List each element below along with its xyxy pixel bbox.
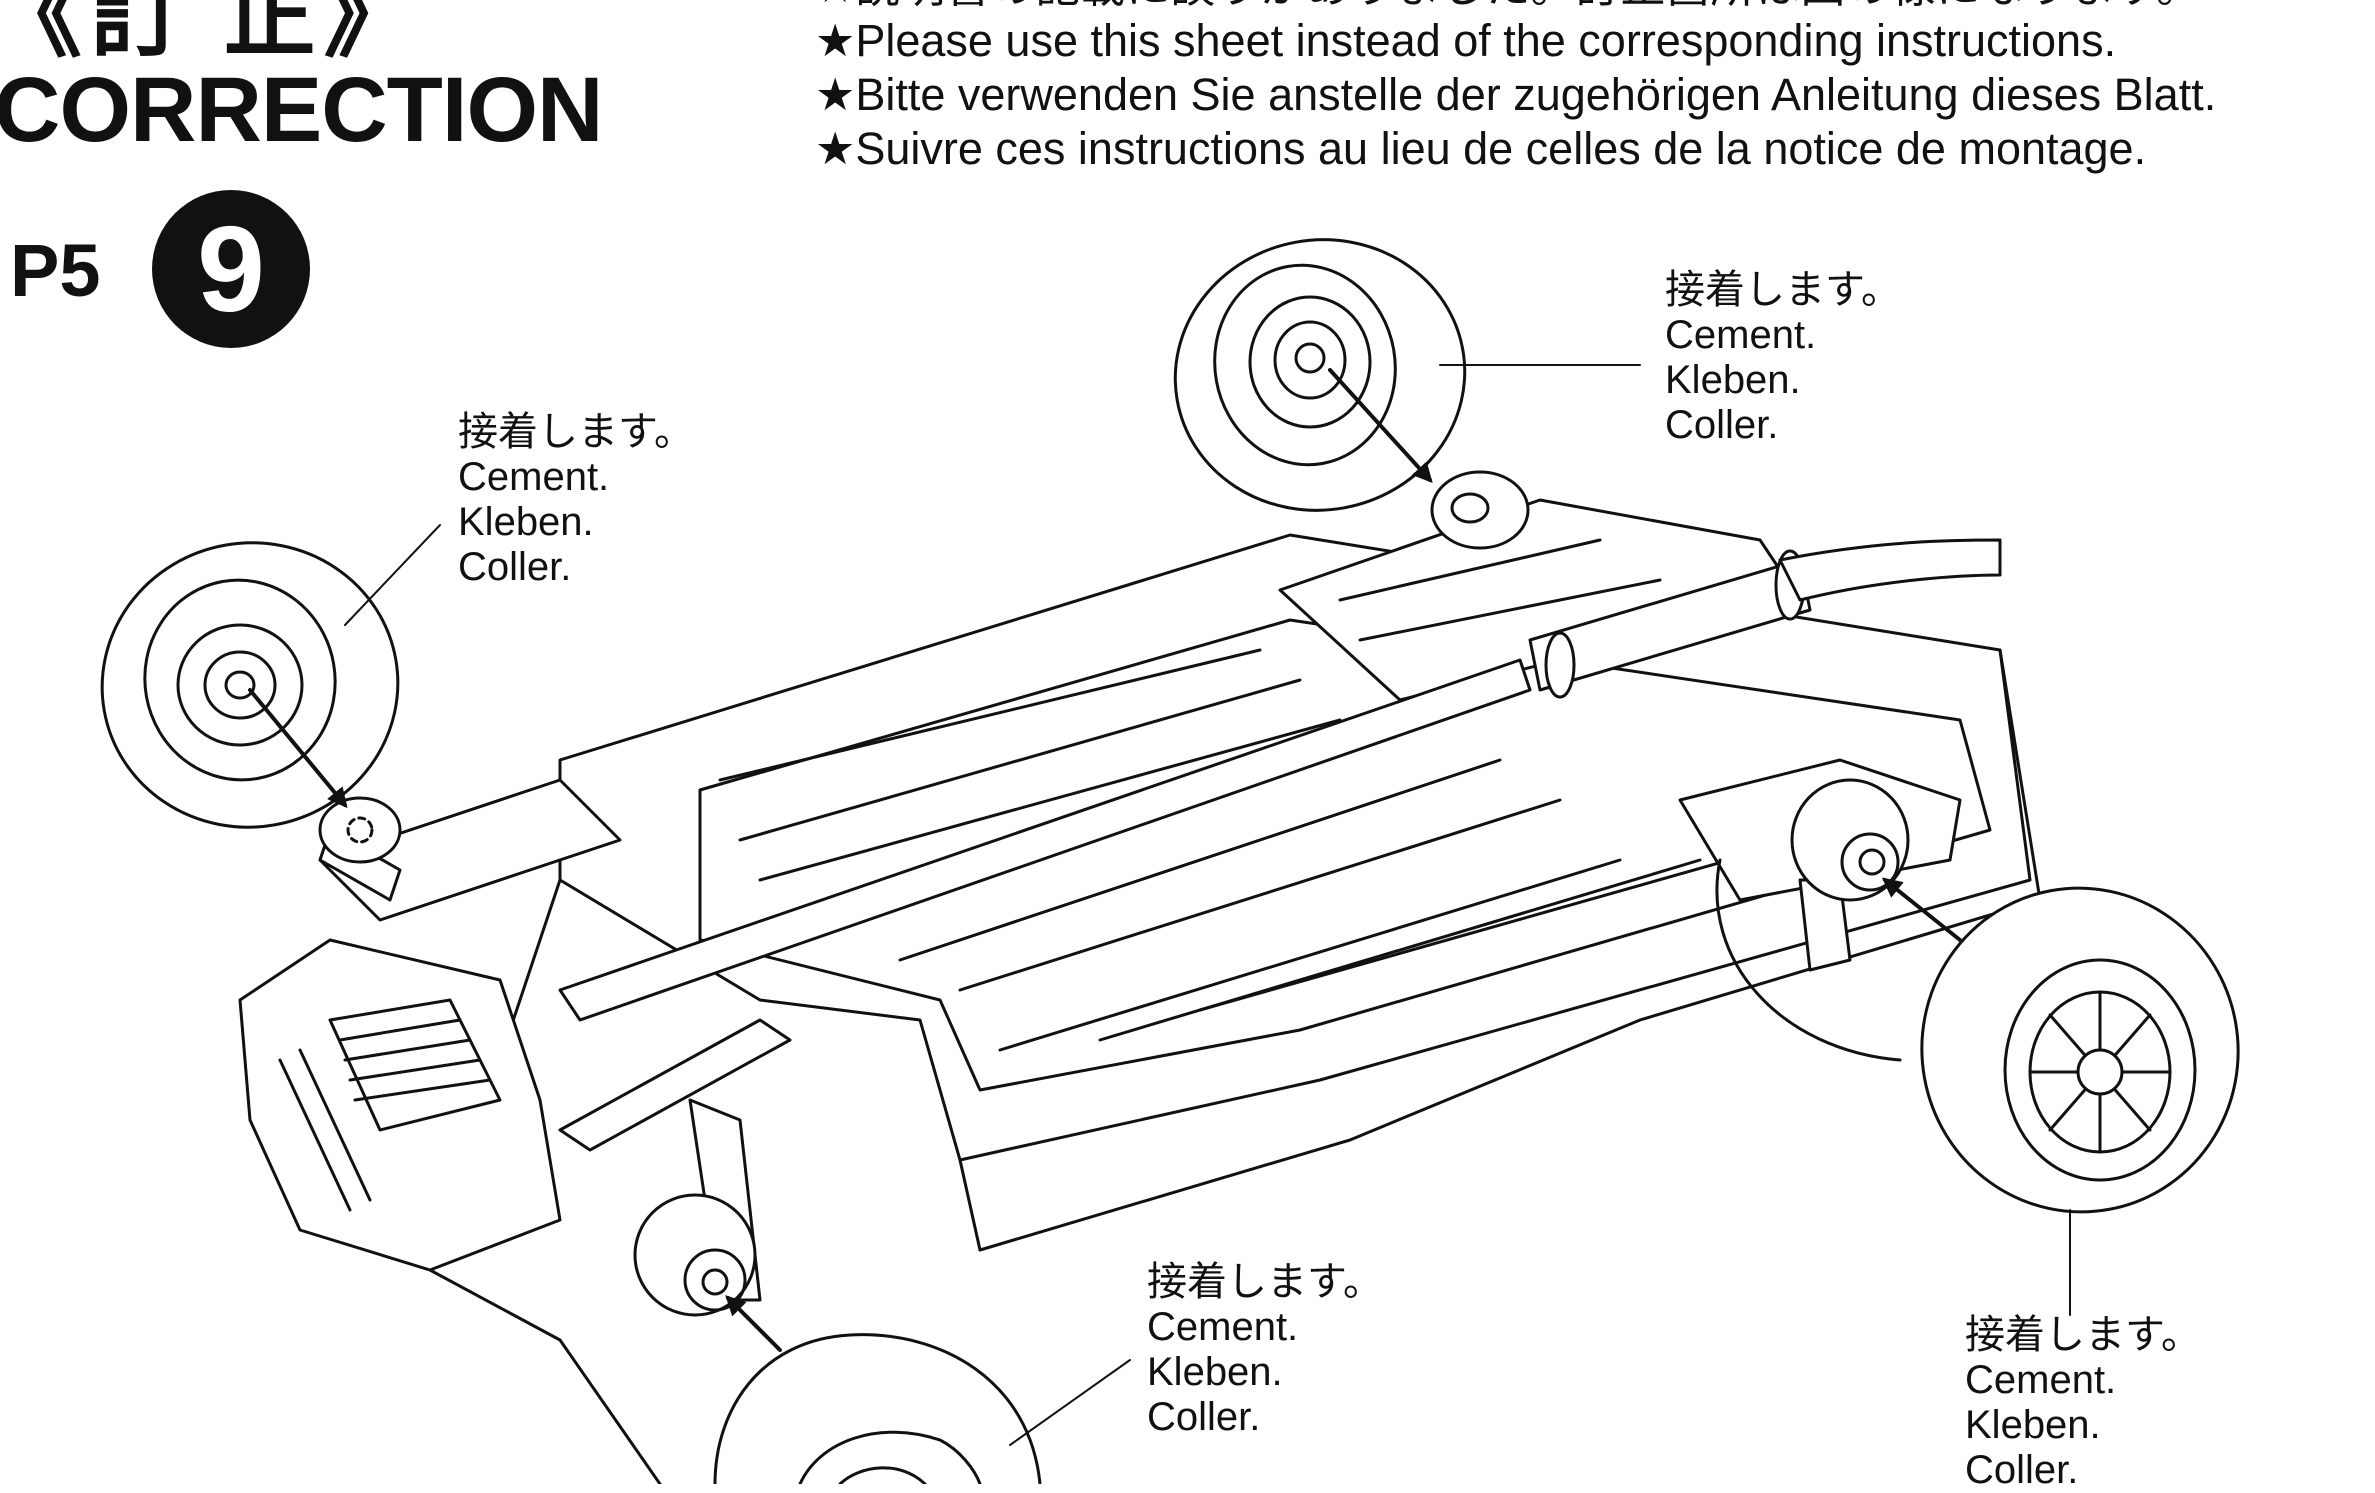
callout-en: Cement. [1665, 313, 1817, 357]
note-jp: ★説明書の記載に誤りがありました。訂正箇所は図の様になります。 [815, 0, 2216, 14]
callout-en: Cement. [1965, 1358, 2117, 1402]
callout-en: Cement. [1147, 1305, 1299, 1349]
hub-front-bottom [633, 1193, 757, 1317]
step-number-badge: 9 [152, 190, 310, 348]
wheel-top [1173, 238, 1467, 512]
correction-title-jp: 《訂 正》 [0, 0, 424, 68]
callout-fr: Coller. [1665, 403, 1779, 447]
callout-cement-bottom-center: 接着します。 Cement. Kleben. Coller. [1147, 1260, 1383, 1440]
note-de: ★Bitte verwenden Sie anstelle der zugehö… [815, 69, 2217, 120]
assembly-arrows [248, 368, 1962, 1352]
propeller-shaft [558, 549, 1812, 1022]
hub-rear-top [1430, 470, 1530, 550]
wheel-front-left [100, 541, 400, 829]
callout-jp: 接着します。 [458, 409, 694, 455]
engine-block [238, 778, 622, 1272]
callout-cement-top-right: 接着します。 Cement. Kleben. Coller. [1665, 268, 1901, 448]
callout-jp: 接着します。 [1147, 1259, 1383, 1305]
callout-de: Kleben. [1665, 358, 1801, 402]
wheel-bottom [713, 1333, 1042, 1484]
callout-cement-bottom-right: 接着します。 Cement. Kleben. Coller. [1965, 1313, 2201, 1493]
callout-jp: 接着します。 [1665, 267, 1901, 313]
callout-jp: 接着します。 [1965, 1312, 2201, 1358]
note-fr: ★Suivre ces instructions au lieu de cell… [815, 123, 2147, 174]
correction-title: CORRECTION [0, 59, 603, 161]
callout-de: Kleben. [1965, 1403, 2101, 1447]
hub-front-left [318, 796, 402, 864]
callout-cement-front-left: 接着します。 Cement. Kleben. Coller. [458, 410, 694, 590]
callout-de: Kleben. [1147, 1350, 1283, 1394]
callout-leaders [344, 364, 2071, 1446]
note-en: ★Please use this sheet instead of the co… [815, 15, 2117, 66]
callout-de: Kleben. [458, 500, 594, 544]
page-reference: P5 [10, 229, 101, 312]
callout-fr: Coller. [1147, 1395, 1261, 1439]
callout-fr: Coller. [458, 545, 572, 589]
wheel-rear-right [1920, 886, 2240, 1214]
exhaust-pipe [1778, 538, 2002, 602]
callout-en: Cement. [458, 455, 610, 499]
hub-rear-right [1790, 778, 1910, 902]
correction-notes: ★説明書の記載に誤りがありました。訂正箇所は図の様になります。 ★Please … [815, 0, 2216, 176]
callout-fr: Coller. [1965, 1448, 2079, 1492]
